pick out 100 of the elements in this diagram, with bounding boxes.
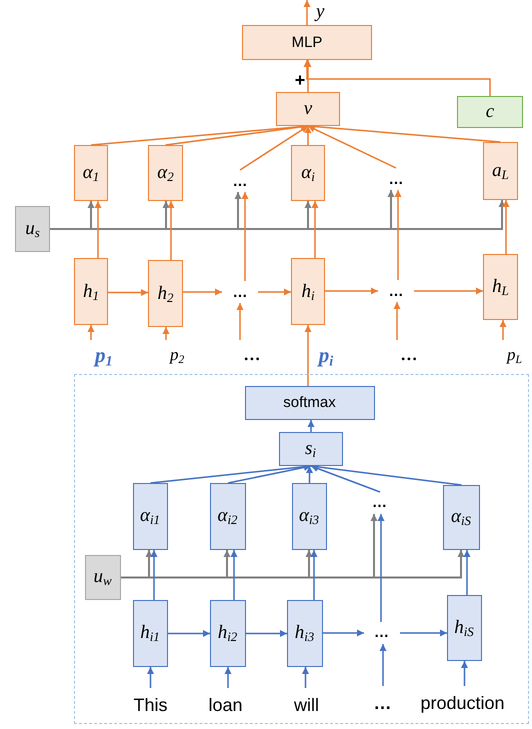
- arrow: [308, 125, 396, 169]
- arrow: [224, 667, 232, 688]
- layer-box: [286, 600, 322, 666]
- layer-box: [74, 145, 108, 201]
- math-label: u$_{s}$: [25, 218, 40, 240]
- arrow: [88, 325, 94, 340]
- arrow: [150, 550, 158, 600]
- arrow: [242, 192, 248, 281]
- box-label: MLP: [292, 34, 322, 51]
- layer-box: [483, 254, 518, 320]
- arrow: [168, 630, 210, 637]
- word-label: loan: [204, 688, 246, 716]
- layer-box: [446, 594, 482, 660]
- arrow: [308, 420, 314, 432]
- arrow: [380, 644, 386, 686]
- arrow: [94, 201, 102, 258]
- arrow: [464, 550, 470, 595]
- ellipsis: …: [222, 170, 258, 192]
- layer-box: [291, 258, 325, 325]
- arrow: [500, 320, 506, 340]
- box-label: softmax: [283, 394, 336, 411]
- arrow: [258, 288, 291, 296]
- word-label: This: [128, 688, 174, 716]
- math-label: α$_{i}$: [301, 162, 315, 184]
- arrow: [230, 550, 238, 600]
- math-label: α$_{i1}$: [140, 505, 160, 527]
- ellipsis: …: [368, 686, 398, 714]
- plus-sign: +: [294, 69, 306, 90]
- ellipsis: …: [236, 340, 268, 366]
- arrow: [323, 630, 364, 636]
- layer-box: [244, 386, 374, 420]
- arrow: [121, 550, 464, 578]
- layer-box: [291, 145, 325, 201]
- layer-box: [278, 432, 342, 466]
- math-label: α$_{i3}$: [298, 505, 320, 527]
- arrow: [310, 465, 380, 493]
- arrow: [461, 661, 468, 686]
- ellipsis: …: [364, 622, 400, 644]
- arrow: [304, 60, 312, 92]
- layer-box: [210, 600, 246, 666]
- math-label: h$_{i}$: [301, 280, 315, 302]
- arrow: [246, 630, 287, 637]
- arrow: [302, 667, 309, 688]
- layer-box: [148, 145, 183, 201]
- math-label: α$_{iS}$: [450, 506, 472, 528]
- ellipsis: …: [393, 340, 425, 366]
- math-label: v: [304, 98, 312, 120]
- input-label: p$_{2}$: [162, 340, 194, 366]
- arrow: [312, 201, 318, 258]
- layer-box: [457, 96, 523, 128]
- word-label: will: [288, 688, 326, 716]
- arrow: [414, 288, 483, 294]
- math-label: α$_{1}$: [82, 162, 100, 184]
- layer-box: [483, 142, 518, 200]
- arrow: [502, 200, 510, 254]
- layer-box: [242, 25, 372, 60]
- arrow: [394, 302, 400, 340]
- math-label: s$_{i}$: [305, 438, 316, 460]
- arrow: [325, 288, 378, 294]
- word-label: production: [408, 686, 518, 714]
- arrow: [183, 288, 222, 296]
- input-label: p$_{L}$: [499, 340, 531, 366]
- arrow: [310, 550, 318, 600]
- layer-box: [15, 206, 50, 252]
- layer-box: [276, 92, 340, 126]
- math-label: h$_{2}$: [158, 282, 174, 304]
- dashed-group-frame: [74, 374, 529, 724]
- layer-box: [148, 260, 183, 327]
- ellipsis: …: [362, 492, 398, 514]
- math-label: h$_{iS}$: [454, 616, 474, 638]
- math-label: a$_{L}$: [492, 160, 509, 182]
- arrow: [304, 60, 491, 96]
- math-label: h$_{L}$: [492, 276, 509, 298]
- layer-box: [292, 482, 326, 550]
- layer-box: [132, 600, 168, 666]
- math-label: h$_{i1}$: [140, 622, 160, 644]
- output-label: y: [302, 0, 336, 24]
- ellipsis: …: [378, 168, 414, 190]
- arrow: [306, 466, 313, 483]
- arrow: [236, 303, 244, 340]
- arrow: [240, 125, 308, 171]
- ellipsis: …: [378, 280, 414, 302]
- math-label: h$_{i3}$: [294, 622, 314, 644]
- input-label: p$_{1}$: [87, 340, 127, 366]
- arrow: [162, 327, 170, 340]
- math-label: h$_{1}$: [83, 280, 99, 302]
- input-label: p$_{i}$: [316, 343, 334, 369]
- arrow: [400, 630, 447, 636]
- arrow: [147, 667, 154, 688]
- ellipsis: …: [222, 281, 258, 303]
- layer-box: [84, 554, 120, 600]
- math-label: h$_{i2}$: [218, 622, 238, 644]
- arrow: [310, 463, 462, 486]
- arrow: [228, 464, 312, 484]
- arrow: [394, 190, 402, 280]
- layer-box: [210, 482, 246, 550]
- math-label: α$_{i2}$: [217, 505, 238, 527]
- arrow: [168, 201, 174, 260]
- arrow: [304, 325, 312, 386]
- arrow: [304, 0, 310, 25]
